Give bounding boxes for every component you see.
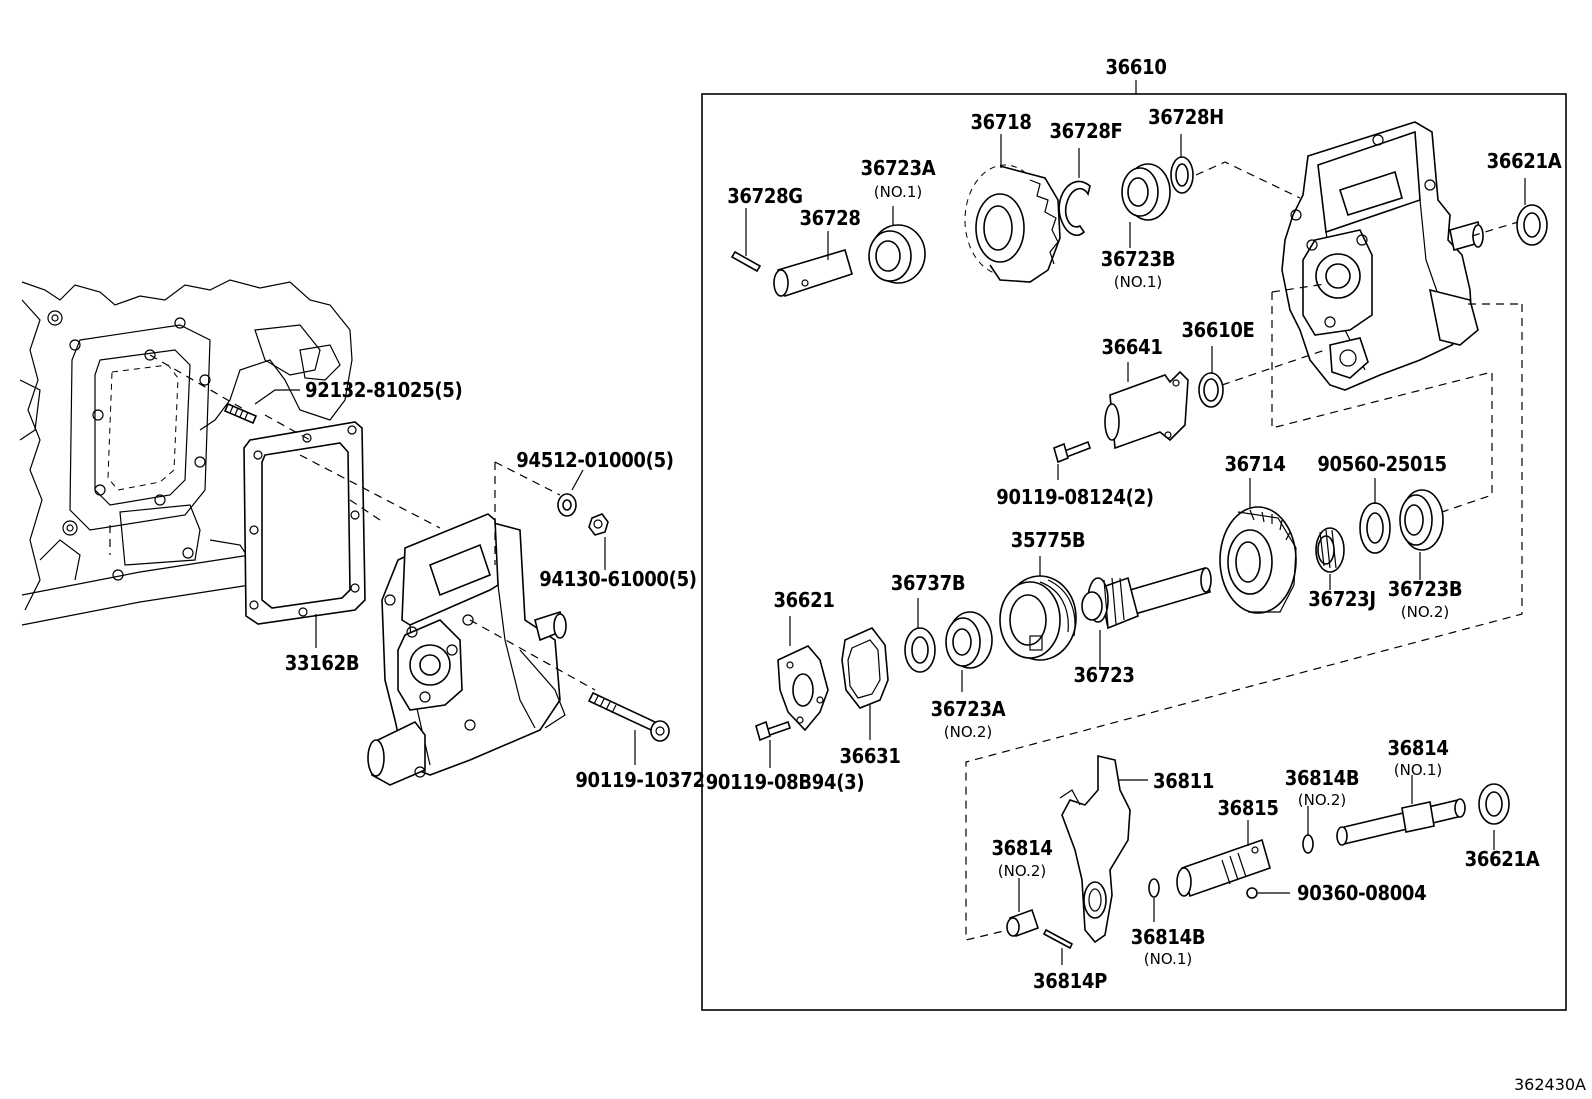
callout-36728f: 36728F — [1049, 119, 1122, 143]
callout-36723b-bottom-note: (NO.2) — [1401, 603, 1449, 621]
assembly-36610-frame — [701, 93, 1567, 1011]
callout-36814b-bottom-note: (NO.1) — [1144, 950, 1192, 968]
callout-36815: 36815 — [1217, 796, 1278, 820]
callout-90119-08b94: 90119-08B94(3) — [706, 770, 865, 794]
callout-36728: 36728 — [799, 206, 860, 230]
oil-seal-36621a-bottom-drawing — [1478, 783, 1510, 825]
cover-36621-drawing — [777, 645, 829, 732]
callout-36718: 36718 — [970, 110, 1031, 134]
washer-and-nut-drawing — [557, 493, 609, 536]
o-ring-36814b-no2-drawing — [1302, 834, 1314, 854]
callout-36814b-top-note: (NO.2) — [1298, 791, 1346, 809]
callout-36631: 36631 — [839, 744, 900, 768]
callout-94512-01000: 94512-01000(5) — [516, 448, 673, 472]
callout-36814-left: 36814 — [991, 836, 1052, 860]
bearing-36723a-no2-drawing — [945, 611, 993, 669]
callout-90560-25015: 90560-25015 — [1317, 452, 1446, 476]
pin-36814p-drawing — [1042, 928, 1074, 950]
callout-36723b-top: 36723B — [1101, 247, 1176, 271]
needle-bearing-36723j-drawing — [1315, 527, 1345, 573]
callout-36814p: 36814P — [1033, 969, 1107, 993]
gasket-33162b-drawing — [243, 421, 366, 625]
callout-36737b: 36737B — [891, 571, 966, 595]
right-guide-lines — [965, 161, 1523, 941]
callout-36621: 36621 — [773, 588, 834, 612]
callout-36610e: 36610E — [1181, 318, 1254, 342]
callout-36814-right: 36814 — [1387, 736, 1448, 760]
callout-94130-61000: 94130-61000(5) — [539, 567, 696, 591]
callout-33162b: 33162B — [285, 651, 360, 675]
callout-36714: 36714 — [1224, 452, 1285, 476]
callout-36723a-top-note: (NO.1) — [874, 183, 922, 201]
callout-92132-81025: 92132-81025(5) — [305, 378, 462, 402]
long-bolt-drawing — [587, 691, 670, 742]
pin-36728g-drawing — [730, 250, 762, 273]
hub-35775b-drawing — [999, 575, 1077, 661]
callout-36811: 36811 — [1153, 769, 1214, 793]
callout-36723j: 36723J — [1308, 587, 1376, 611]
callout-36723b-top-note: (NO.1) — [1114, 273, 1162, 291]
diagram-code: 362430A — [1514, 1075, 1586, 1094]
callout-36610: 36610 — [1105, 55, 1166, 79]
callout-36723: 36723 — [1073, 663, 1134, 687]
gasket-36631-drawing — [841, 627, 889, 709]
gear-36714-drawing — [1219, 506, 1297, 614]
plug-36814-no2-drawing — [1006, 908, 1040, 938]
callout-36723a-bottom: 36723A — [931, 697, 1006, 721]
callout-36814-right-note: (NO.1) — [1394, 761, 1442, 779]
leader-lines — [254, 80, 1526, 965]
callout-90119-10372: 90119-10372 — [575, 768, 704, 792]
callout-36621a-bottom: 36621A — [1465, 847, 1540, 871]
ball-90360-08004-drawing — [1246, 887, 1258, 899]
transfer-case-housing-drawing — [1281, 121, 1484, 391]
callout-35775b: 35775B — [1011, 528, 1086, 552]
stud-bolt-drawing — [223, 402, 258, 425]
oil-seal-36621a-top-drawing — [1516, 204, 1548, 246]
spacer-90560-25015-drawing — [1359, 502, 1391, 554]
bearing-36723b-no2-drawing — [1399, 489, 1444, 551]
callout-36814b-top: 36814B — [1285, 766, 1360, 790]
shift-fork-36811-drawing — [1059, 754, 1131, 944]
snap-ring-36728f-drawing — [1058, 180, 1091, 236]
left-guide-lines — [109, 354, 596, 691]
shaft-36728-drawing — [773, 249, 853, 298]
callout-36723b-bottom: 36723B — [1388, 577, 1463, 601]
callout-36723a-bottom-note: (NO.2) — [944, 723, 992, 741]
sleeve-36641-drawing — [1104, 370, 1189, 450]
shaft-36814-no1-drawing — [1336, 798, 1466, 846]
part-callouts: 36610 36718 36728F 36728H 36723A (NO.1) … — [285, 55, 1586, 1094]
callout-36814-left-note: (NO.2) — [998, 862, 1046, 880]
washer-36728h-drawing — [1170, 156, 1194, 194]
transfer-assembly-drawing — [367, 513, 567, 786]
callout-36814b-bottom: 36814B — [1131, 925, 1206, 949]
callout-36723a-top: 36723A — [861, 156, 936, 180]
callout-90119-08124: 90119-08124(2) — [996, 485, 1153, 509]
callout-36728g: 36728G — [727, 184, 803, 208]
seal-36610e-drawing — [1198, 372, 1224, 408]
callout-90360-08004: 90360-08004 — [1297, 881, 1426, 905]
washer-36737b-drawing — [904, 627, 936, 673]
gear-36718-drawing — [964, 164, 1061, 283]
callout-36641: 36641 — [1101, 335, 1162, 359]
bearing-36723a-no1-drawing — [868, 224, 926, 284]
shaft-36723-drawing — [1081, 566, 1212, 630]
o-ring-36814b-no1-drawing — [1148, 878, 1160, 898]
shaft-36815-drawing — [1176, 838, 1271, 898]
callout-36728h: 36728H — [1148, 105, 1224, 129]
bolt-90119-08124-drawing — [1053, 440, 1092, 464]
callout-36621a-top: 36621A — [1487, 149, 1562, 173]
bolt-90119-08b94-drawing — [755, 720, 792, 742]
bearing-36723b-no1-drawing — [1121, 163, 1171, 221]
